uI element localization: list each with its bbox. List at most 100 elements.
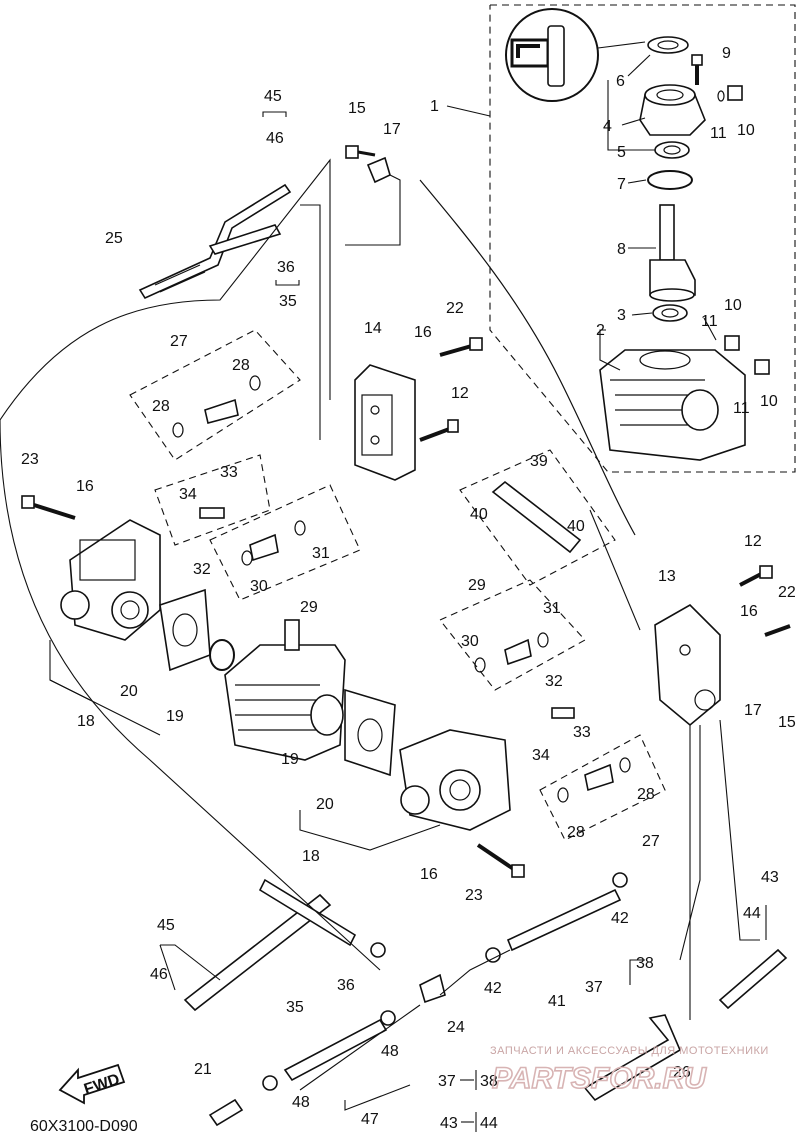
part-18-pump-lower [399, 729, 511, 831]
assembly-group [419, 4, 796, 536]
callout-36b: 36 [337, 977, 355, 994]
callout-16b: 16 [76, 478, 94, 495]
callout-29b: 29 [300, 599, 318, 616]
part-9-bolt [691, 54, 703, 85]
callout-19b: 19 [281, 751, 299, 768]
callout-28b: 28 [152, 398, 170, 415]
callout-3: 3 [617, 307, 626, 324]
callout-19a: 19 [166, 708, 184, 725]
part-23-bolt-lower [476, 843, 525, 878]
callout-24: 24 [447, 1019, 465, 1036]
part-18-pump-upper [60, 519, 161, 641]
callout-37b: 37 [438, 1073, 456, 1090]
callout-12a: 12 [451, 385, 469, 402]
callout-10b: 10 [724, 297, 742, 314]
callout-41: 41 [548, 993, 566, 1010]
callout-18a: 18 [77, 713, 95, 730]
cylinder-middle [224, 619, 346, 761]
callout-7: 7 [617, 176, 626, 193]
part-48-clip [262, 1010, 396, 1091]
callout-30a: 30 [250, 578, 268, 595]
callout-33b: 33 [573, 724, 591, 741]
callout-42a: 42 [611, 910, 629, 927]
callout-48a: 48 [381, 1043, 399, 1060]
part-19-o-ring-upper [209, 639, 235, 671]
callout-34b: 34 [532, 747, 550, 764]
part-25-hose [138, 183, 292, 300]
callout-34a: 34 [179, 486, 197, 503]
part-8-shaft [649, 204, 696, 302]
sealant-icon [505, 8, 646, 102]
part-39-hose [459, 449, 616, 586]
callout-13: 13 [658, 568, 676, 585]
callout-21: 21 [194, 1061, 212, 1078]
callout-35a: 35 [279, 293, 297, 310]
part-26-hose [583, 948, 788, 1102]
part-20-gasket-upper [159, 588, 211, 672]
callout-46a: 46 [266, 130, 284, 147]
callout-31a: 31 [312, 545, 330, 562]
callout-28c: 28 [637, 786, 655, 803]
part-27-valve-set-lower [539, 734, 666, 841]
callout-27b: 27 [642, 833, 660, 850]
callout-20b: 20 [316, 796, 334, 813]
part-22-bolt-lower [764, 624, 791, 637]
part-24-joint [419, 973, 446, 1004]
diagram-code: 60X3100-D090 [30, 1118, 138, 1135]
callout-38b: 38 [480, 1073, 498, 1090]
callout-42b: 42 [484, 980, 502, 997]
callout-45b: 45 [157, 917, 175, 934]
part-12-bolt-lower [739, 565, 773, 587]
callout-30b: 30 [461, 633, 479, 650]
callout-32a: 32 [193, 561, 211, 578]
callout-40a: 40 [470, 506, 488, 523]
part-45-hose-lower [183, 878, 357, 1012]
callout-39: 39 [530, 453, 548, 470]
callout-15b: 15 [778, 714, 796, 731]
callout-28d: 28 [567, 824, 585, 841]
callout-43a: 43 [761, 869, 779, 886]
callout-36a: 36 [277, 259, 295, 276]
part-5-bearing [654, 141, 690, 159]
part-29-valve-set-lower [439, 579, 586, 691]
part-2-cylinder [599, 335, 770, 461]
callout-4: 4 [603, 118, 612, 135]
fwd-arrow-icon: FWD [58, 1063, 126, 1105]
callout-9: 9 [722, 45, 731, 62]
callout-22a: 22 [446, 300, 464, 317]
callout-12b: 12 [744, 533, 762, 550]
part-29-valve-set-upper [209, 484, 361, 601]
callout-29a: 29 [468, 577, 486, 594]
callout-44a: 44 [743, 905, 761, 922]
callout-25: 25 [105, 230, 123, 247]
part-20-gasket-lower [344, 688, 396, 777]
connection-lines [0, 158, 760, 1091]
callout-46b: 46 [150, 966, 168, 983]
callout-10a: 10 [737, 122, 755, 139]
callout-15a: 15 [348, 100, 366, 117]
callout-37: 37 [585, 979, 603, 996]
part-32-valve-set-upper [154, 454, 271, 546]
callout-16c: 16 [740, 603, 758, 620]
callout-11a: 11 [710, 125, 727, 142]
callout-10c: 10 [760, 393, 778, 410]
callout-38a: 38 [636, 955, 654, 972]
callout-2: 2 [596, 322, 605, 339]
part-27-valve-set-upper [129, 329, 301, 461]
part-41-hose [506, 888, 622, 952]
callout-brackets [49, 640, 767, 1111]
watermark-tagline: ЗАПЧАСТИ И АКСЕССУАРЫ ДЛЯ МОТОТЕХНИКИ [490, 1045, 769, 1057]
part-12-bolt-upper [419, 419, 459, 442]
callout-18b: 18 [302, 848, 320, 865]
callout-23a: 23 [21, 451, 39, 468]
watermark-logo: PARTSFOR.RU [492, 1062, 707, 1095]
callouts: 1 6 9 4 11 10 5 7 8 3 10 11 2 11 10 45 4… [21, 45, 796, 1132]
callout-43b: 43 [440, 1115, 458, 1132]
part-10-screw [717, 85, 743, 102]
callout-14: 14 [364, 320, 382, 337]
callout-47: 47 [361, 1111, 379, 1128]
part-22-bolt-upper [439, 337, 483, 357]
callout-22b: 22 [778, 584, 796, 601]
callout-45a: 45 [264, 88, 282, 105]
